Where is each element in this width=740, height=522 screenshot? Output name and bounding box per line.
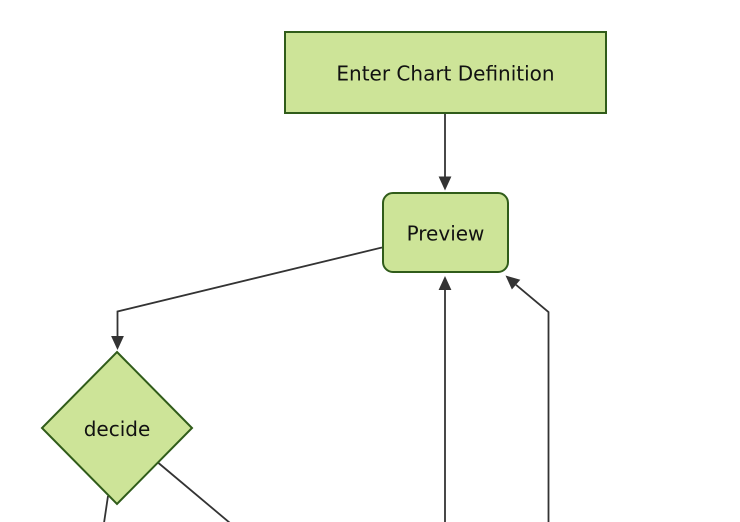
node-decide: decide: [40, 350, 194, 506]
edge-line: [515, 284, 550, 522]
edge-bottom-to-preview: [438, 276, 452, 522]
edge-enter-to-preview: [438, 114, 452, 191]
arrowhead-down-icon: [438, 176, 452, 191]
edge-preview-to-decide: [111, 246, 383, 350]
node-enter-chart-definition: Enter Chart Definition: [284, 31, 607, 114]
edge-bottom-right-to-preview: [505, 275, 550, 522]
node-preview-label: Preview: [407, 222, 485, 246]
arrowhead-up-icon: [438, 276, 452, 290]
node-enter-chart-definition-label: Enter Chart Definition: [336, 62, 554, 86]
arrowhead-up-left-icon: [505, 275, 521, 290]
node-diamond: [40, 350, 194, 506]
arrowhead-down-icon: [111, 336, 124, 350]
node-decide-label: decide: [84, 417, 151, 441]
node-rectangle: [284, 31, 607, 114]
edge-line: [103, 495, 109, 522]
edge-line: [116, 246, 383, 337]
edge-line: [157, 462, 231, 522]
node-rounded-rectangle: [382, 192, 509, 273]
edge-decide-to-bottom-left: [103, 495, 109, 522]
edge-decide-to-bottom-right: [157, 462, 231, 522]
node-preview: Preview: [382, 192, 509, 273]
